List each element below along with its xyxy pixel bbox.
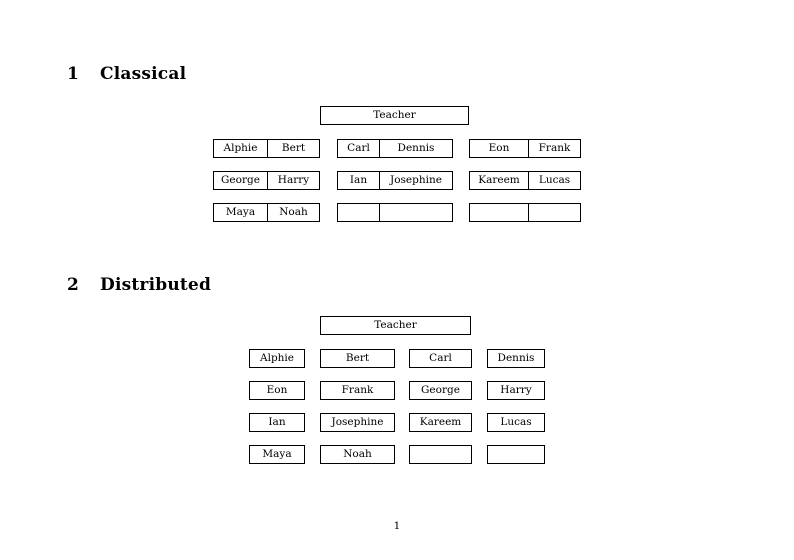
student-cell: Ian [249,413,305,432]
section-title-2: Distributed [100,275,212,295]
empty-cell [469,203,528,222]
section-heading-distributed: 2 Distributed [67,275,211,295]
student-cell: Ian [337,171,379,190]
student-cell: Alphie [249,349,305,368]
student-cell: Bert [320,349,395,368]
section-title-1: Classical [100,64,187,84]
student-cell: Harry [487,381,545,400]
student-cell: Bert [267,139,320,158]
empty-cell [337,203,379,222]
student-cell: Josephine [379,171,453,190]
student-cell: Carl [409,349,472,368]
empty-cell [409,445,472,464]
empty-cell [487,445,545,464]
student-cell: Harry [267,171,320,190]
section-heading-classical: 1 Classical [67,64,186,84]
student-cell: Frank [528,139,581,158]
teacher-box-classical: Teacher [320,106,469,125]
student-cell: Josephine [320,413,395,432]
student-cell: Maya [213,203,267,222]
student-cell: Lucas [487,413,545,432]
student-cell: Kareem [409,413,472,432]
student-cell: Noah [267,203,320,222]
student-cell: Kareem [469,171,528,190]
student-cell: Eon [469,139,528,158]
student-cell: George [213,171,267,190]
student-cell: Dennis [487,349,545,368]
student-cell: Alphie [213,139,267,158]
empty-cell [528,203,581,222]
teacher-box-distributed: Teacher [320,316,471,335]
student-cell: Lucas [528,171,581,190]
student-cell: Frank [320,381,395,400]
student-cell: Dennis [379,139,453,158]
empty-cell [379,203,453,222]
student-cell: Maya [249,445,305,464]
student-cell: Noah [320,445,395,464]
student-cell: George [409,381,472,400]
section-number-2: 2 [67,275,80,295]
page-number: 1 [393,520,401,532]
section-number-1: 1 [67,64,80,84]
student-cell: Carl [337,139,379,158]
student-cell: Eon [249,381,305,400]
